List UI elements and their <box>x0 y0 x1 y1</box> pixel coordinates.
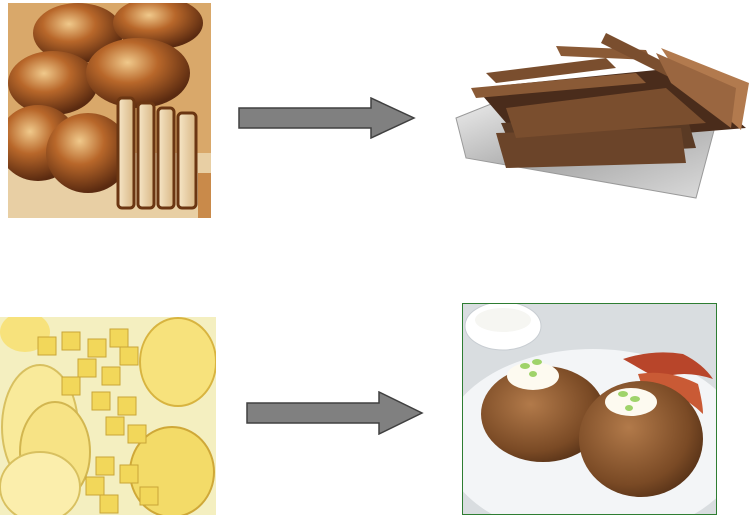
baked-potatoes-photo <box>462 303 717 515</box>
braided-loaf-photo <box>8 3 211 218</box>
arrow-right-icon <box>238 97 416 139</box>
arrow-right-icon <box>246 391 424 435</box>
raw-potatoes-photo <box>0 317 216 515</box>
crispbread-photo <box>446 28 749 200</box>
